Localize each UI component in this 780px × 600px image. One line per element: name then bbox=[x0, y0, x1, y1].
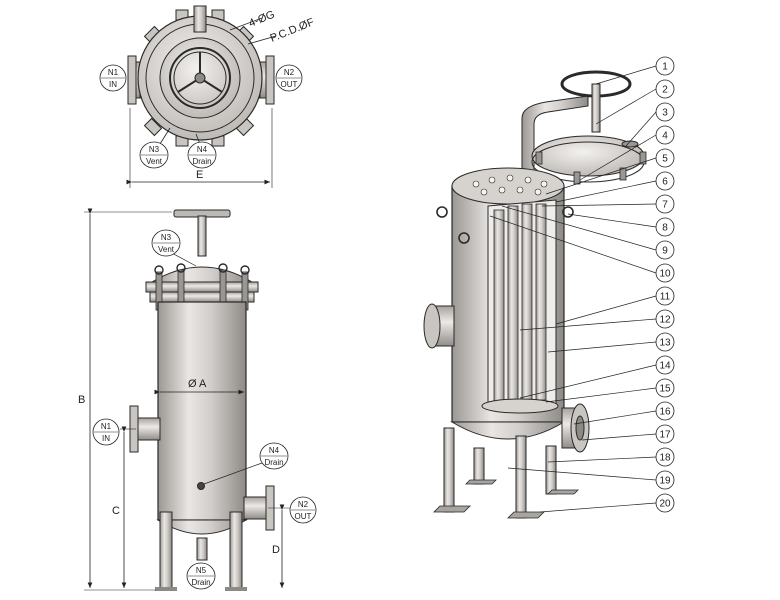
callout-leader bbox=[579, 134, 657, 181]
callout-leader bbox=[507, 467, 657, 481]
callout-leader bbox=[489, 215, 657, 274]
callout-number: 5 bbox=[662, 154, 668, 165]
svg-text:IN: IN bbox=[102, 434, 110, 443]
svg-text:N2: N2 bbox=[284, 68, 295, 77]
svg-text:Drain: Drain bbox=[264, 458, 283, 467]
callout-balloon bbox=[655, 263, 675, 283]
callout-leader bbox=[501, 205, 657, 251]
callout-number: 13 bbox=[659, 338, 671, 349]
nozzle-tag-n5-front: N5 Drain bbox=[186, 562, 216, 590]
svg-text:Drain: Drain bbox=[192, 157, 211, 166]
svg-text:N1: N1 bbox=[108, 68, 119, 77]
svg-text:Vent: Vent bbox=[158, 245, 175, 254]
nozzle-tag-n1-top: N1 IN bbox=[99, 64, 127, 92]
nozzle-tag-n1-front: N1 IN bbox=[92, 418, 120, 446]
nozzle-tag-n2-front: N2 OUT bbox=[289, 496, 317, 524]
callout-balloon bbox=[655, 355, 675, 375]
callout-number: 12 bbox=[659, 315, 671, 326]
svg-text:N3: N3 bbox=[149, 145, 160, 154]
svg-text:IN: IN bbox=[109, 80, 117, 89]
callout-balloon bbox=[655, 493, 675, 513]
callout-number: 4 bbox=[662, 131, 668, 142]
callout-balloon bbox=[655, 309, 675, 329]
callout-number: 16 bbox=[659, 407, 671, 418]
callout-balloon bbox=[655, 286, 675, 306]
nozzle-tag-n3-top: N3 Vent bbox=[139, 141, 169, 169]
callout-leader bbox=[625, 111, 657, 147]
svg-text:N4: N4 bbox=[197, 145, 208, 154]
callout-leader bbox=[595, 65, 657, 85]
callout-leader bbox=[595, 88, 657, 125]
callout-balloon bbox=[655, 447, 675, 467]
svg-text:N1: N1 bbox=[101, 422, 112, 431]
callout-leader bbox=[519, 318, 657, 331]
callout-balloon bbox=[655, 424, 675, 444]
callout-balloon bbox=[655, 125, 675, 145]
iso-view bbox=[423, 70, 647, 519]
svg-text:OUT: OUT bbox=[295, 512, 312, 521]
svg-text:N3: N3 bbox=[161, 233, 172, 242]
callout-leader bbox=[555, 180, 657, 203]
dim-b-label: B bbox=[78, 394, 85, 406]
callout-number: 19 bbox=[659, 476, 671, 487]
callout-balloon bbox=[655, 194, 675, 214]
callout-leader bbox=[541, 203, 657, 207]
callout-balloon bbox=[655, 148, 675, 168]
pcd-label: P.C.D.ØF bbox=[269, 16, 317, 45]
callout-balloon bbox=[655, 102, 675, 122]
callout-balloon bbox=[655, 240, 675, 260]
svg-text:OUT: OUT bbox=[281, 80, 298, 89]
dim-c-label: C bbox=[112, 505, 120, 517]
callout-leader bbox=[567, 213, 657, 228]
callout-number: 18 bbox=[659, 453, 671, 464]
callout-leader bbox=[545, 157, 657, 195]
callout-number: 15 bbox=[659, 384, 671, 395]
callout-leader bbox=[545, 387, 657, 403]
top-view: 4-ØG P.C.D.ØF E N1 IN N2 OUT N3 Vent bbox=[99, 5, 317, 188]
callout-number: 10 bbox=[659, 269, 671, 280]
callout-number: 17 bbox=[659, 430, 671, 441]
callout-number: 9 bbox=[662, 246, 668, 257]
svg-text:N2: N2 bbox=[298, 500, 309, 509]
nozzle-tag-n4-top: N4 Drain bbox=[187, 141, 217, 169]
callout-leader bbox=[555, 295, 657, 325]
callout-number: 14 bbox=[659, 361, 671, 372]
callout-number: 11 bbox=[660, 292, 671, 303]
callout-leader bbox=[547, 341, 657, 353]
dim-a-label: Ø A bbox=[188, 378, 207, 390]
front-view: Ø A B C D N3 Vent N1 IN N bbox=[78, 208, 317, 591]
nozzle-tag-n3-front: N3 Vent bbox=[151, 229, 181, 257]
callout-balloon bbox=[655, 332, 675, 352]
callout-balloon bbox=[655, 401, 675, 421]
callout-number: 7 bbox=[662, 200, 668, 211]
svg-text:N4: N4 bbox=[269, 446, 280, 455]
dim-d-label: D bbox=[272, 544, 280, 556]
callout-number: 6 bbox=[662, 177, 668, 188]
callout-number: 1 bbox=[662, 62, 668, 73]
callout-balloon bbox=[655, 470, 675, 490]
callout-balloon bbox=[655, 217, 675, 237]
callout-number: 3 bbox=[662, 108, 668, 119]
nozzle-tag-n4-front: N4 Drain bbox=[259, 442, 289, 470]
callout-balloon bbox=[655, 56, 675, 76]
callout-leader bbox=[547, 456, 657, 463]
svg-text:N5: N5 bbox=[196, 566, 207, 575]
callout-leader bbox=[573, 410, 657, 425]
dim-e-label: E bbox=[196, 169, 203, 181]
svg-text:Vent: Vent bbox=[146, 157, 163, 166]
callout-leader bbox=[581, 433, 657, 441]
callout-number: 20 bbox=[659, 499, 671, 510]
nozzle-tag-n2-top: N2 OUT bbox=[275, 64, 303, 92]
callout-number: 8 bbox=[662, 223, 668, 234]
callout-balloon bbox=[655, 378, 675, 398]
callout-leader bbox=[539, 502, 657, 513]
callout-balloon bbox=[655, 171, 675, 191]
svg-text:Drain: Drain bbox=[191, 578, 210, 587]
callout-balloon bbox=[655, 79, 675, 99]
callout-leader bbox=[519, 364, 657, 399]
callout-number: 2 bbox=[662, 85, 668, 96]
bolt-holes-label: 4-ØG bbox=[247, 9, 276, 30]
